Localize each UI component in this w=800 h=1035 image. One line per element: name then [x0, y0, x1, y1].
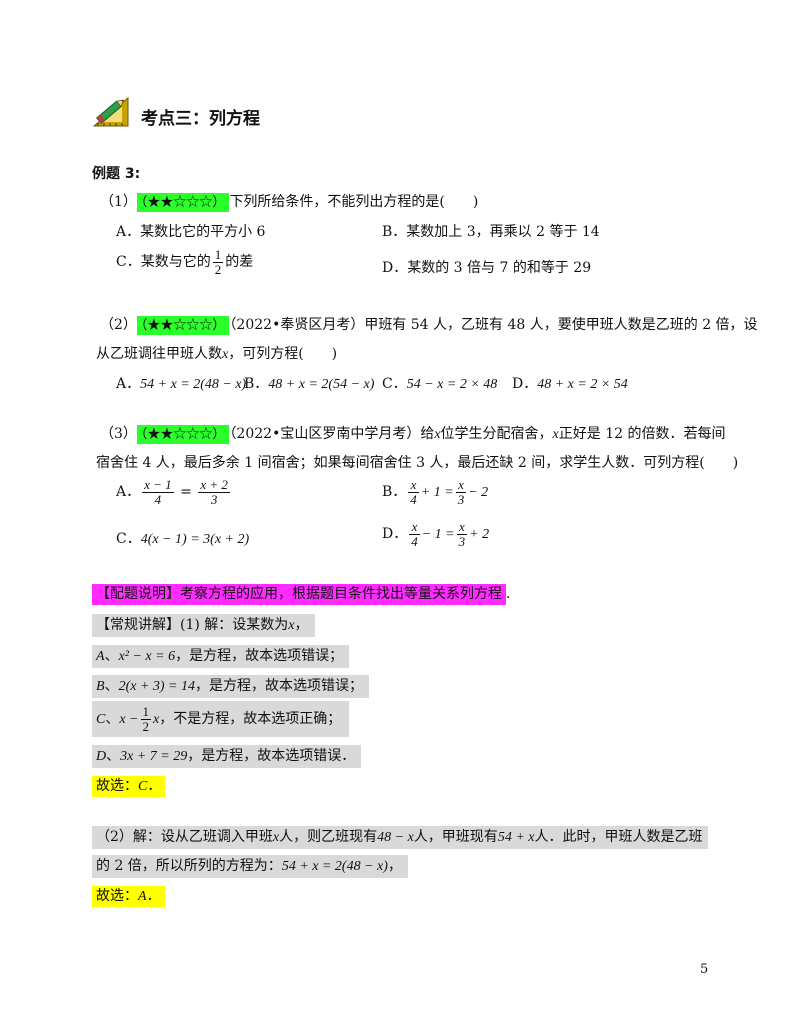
question-2-line2: 从乙班调往甲班人数x，可列方程( ): [96, 346, 338, 362]
option-c-text: C．某数与它的: [116, 254, 211, 271]
example-label: 例题 3:: [92, 166, 141, 182]
option-d-eq: 48 + x = 2 × 54: [537, 377, 628, 392]
difficulty-badge: （★★☆☆☆）: [136, 316, 230, 335]
option-c: C．4(x − 1) = 3(x + 2): [116, 531, 250, 547]
option-b: B．某数加上 3，再乘以 2 等于 14: [382, 224, 600, 240]
option-c-tail: 的差: [225, 254, 254, 271]
pencil-ruler-icon: [92, 94, 132, 128]
section-title: 考点三：列方程: [141, 109, 260, 129]
difficulty-badge: （★★☆☆☆）: [136, 193, 230, 212]
explanation-intro: 【常规讲解】(1) 解：设某数为x，: [92, 614, 315, 637]
option-d: D．某数的 3 倍与 7 的和等于 29: [382, 260, 592, 276]
question-number: （1）: [100, 194, 137, 210]
question-3-line2: 宿舍住 4 人，最后多余 1 间宿舍；如果每间宿舍住 3 人，最后还缺 2 间，…: [96, 455, 739, 471]
question-text: 下列所给条件，不能列出方程的是( ): [229, 194, 479, 210]
answer-1: 故选：C．: [92, 775, 166, 797]
solution-2-line2: 的 2 倍，所以所列的方程为：54 + x = 2(48 − x)，: [92, 855, 408, 878]
question-number: （2）: [100, 317, 137, 333]
explanation-note: 【配题说明】考察方程的应用，根据题目条件找出等量关系列方程.: [92, 583, 510, 605]
explanation-option-d: D、3x + 7 = 29，是方程，故本选项错误．: [92, 745, 362, 768]
option-c-eq: 54 − x = 2 × 48: [406, 377, 498, 392]
solution-2-line1: （2）解：设从乙班调入甲班x人，则乙班现有48 − x人，甲班现有54 + x人…: [92, 826, 709, 849]
question-number: （3）: [100, 426, 137, 442]
answer-2: 故选：A．: [92, 885, 165, 907]
option-a-eq: 54 + x = 2(48 − x): [140, 377, 247, 392]
explanation-option-a: A、x² − x = 6，是方程，故本选项错误；: [92, 645, 350, 668]
question-1: （1）（★★☆☆☆）下列所给条件，不能列出方程的是( ): [100, 191, 479, 212]
question-text: （2022•奉贤区月考）甲班有 54 人，乙班有 48 人，要使甲班人数是乙班的…: [229, 317, 758, 333]
page-number: 5: [700, 962, 709, 977]
option-a: A．某数比它的平方小 6: [116, 224, 266, 240]
question-2-options: A．54 + x = 2(48 − x): [116, 376, 247, 392]
question-3: （3）（★★☆☆☆）（2022•宝山区罗南中学月考）给x位学生分配宿舍，x正好是…: [100, 425, 726, 444]
explanation-option-b: B、2(x + 3) = 14，是方程，故本选项错误；: [92, 675, 369, 698]
difficulty-badge: （★★☆☆☆）: [136, 425, 230, 444]
option-b-eq: 48 + x = 2(54 − x): [268, 377, 375, 392]
question-2: （2）（★★☆☆☆）（2022•奉贤区月考）甲班有 54 人，乙班有 48 人，…: [100, 314, 758, 335]
